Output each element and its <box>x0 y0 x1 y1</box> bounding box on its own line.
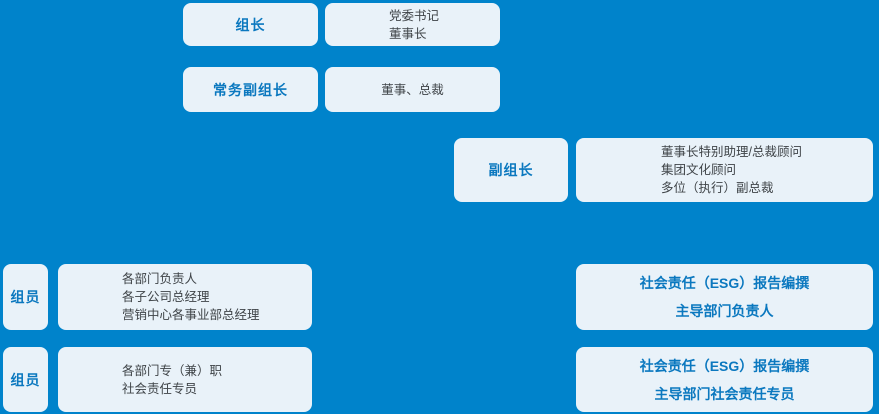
deputy-role-line: 集团文化顾问 <box>661 163 737 177</box>
leader-title-box: 组长 <box>183 3 318 46</box>
esg-report-lead-department-line: 社会责任（ESG）报告编撰 <box>639 275 810 291</box>
esg-report-lead-department-line: 主导部门负责人 <box>675 303 774 319</box>
members-group2-role-line: 社会责任专员 <box>122 381 198 396</box>
members-group1-roles-box: 各部门负责人 各子公司总经理 营销中心各事业部总经理 <box>58 264 312 330</box>
members-group1-role-line: 各部门负责人 <box>122 272 198 286</box>
leader-role-line: 党委书记 <box>389 8 440 23</box>
leader-role-line: 董事长 <box>389 26 427 41</box>
leader-roles-box: 党委书记 董事长 <box>325 3 500 46</box>
deputy-role-line: 董事长特别助理/总裁顾问 <box>661 145 802 159</box>
esg-report-specialist-box: 社会责任（ESG）报告编撰 主导部门社会责任专员 <box>576 347 873 412</box>
executive-deputy-role-line: 董事、总裁 <box>381 82 444 97</box>
members-group2-role-line: 各部门专（兼）职 <box>122 363 223 378</box>
members-group1-role-line: 营销中心各事业部总经理 <box>122 308 260 322</box>
deputy-role-line: 多位（执行）副总裁 <box>661 181 774 195</box>
members-group2-title-box: 组员 <box>3 347 48 412</box>
executive-deputy-leader-roles-box: 董事、总裁 <box>325 67 500 112</box>
esg-report-specialist-line: 主导部门社会责任专员 <box>654 385 795 402</box>
esg-report-lead-department-box: 社会责任（ESG）报告编撰 主导部门负责人 <box>576 264 873 330</box>
executive-deputy-leader-title-box: 常务副组长 <box>183 67 318 112</box>
esg-report-specialist-line: 社会责任（ESG）报告编撰 <box>639 357 810 374</box>
deputy-leader-title-box: 副组长 <box>454 138 568 202</box>
members-group2-roles-box: 各部门专（兼）职 社会责任专员 <box>58 347 312 412</box>
members-group1-title-box: 组员 <box>3 264 48 330</box>
members-group1-role-line: 各子公司总经理 <box>122 290 210 304</box>
deputy-leader-roles-box: 董事长特别助理/总裁顾问 集团文化顾问 多位（执行）副总裁 <box>576 138 873 202</box>
